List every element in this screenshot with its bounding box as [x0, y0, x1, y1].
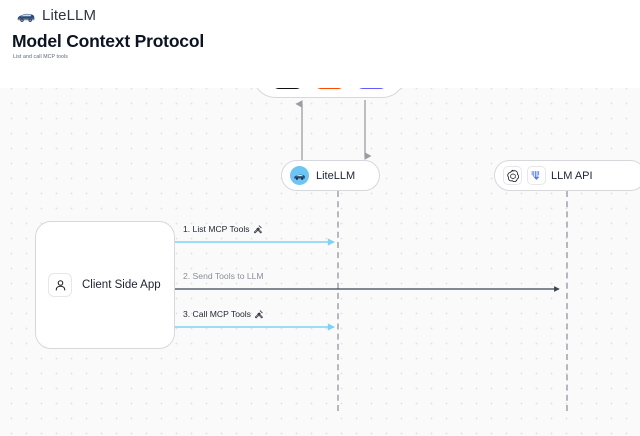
- message-3-text: 3. Call MCP Tools: [183, 309, 251, 319]
- node-llm-api-label: LLM API: [551, 169, 593, 182]
- user-icon: [55, 279, 65, 291]
- openai-icon-tile: [503, 166, 522, 185]
- brand[interactable]: LiteLLM: [16, 7, 96, 24]
- hammer-and-wrench-icon: [253, 224, 263, 234]
- node-litellm[interactable]: LiteLLM: [281, 160, 380, 191]
- node-litellm-label: LiteLLM: [316, 169, 356, 182]
- node-client-side-app[interactable]: Client Side App: [35, 221, 175, 349]
- mcp-to-litellm-response-arrow: [364, 100, 372, 160]
- message-2-arrow: [175, 286, 560, 292]
- node-llm-api[interactable]: LLM API: [494, 160, 640, 191]
- litellm-car-logo-icon: [17, 13, 35, 22]
- user-icon-tile: [48, 273, 72, 297]
- message-2-text: 2. Send Tools to LLM: [183, 271, 264, 281]
- anthropic-icon-tile: [527, 166, 546, 185]
- message-1-label: 1. List MCP Tools: [183, 224, 263, 234]
- lifeline-llm-api: [566, 191, 568, 411]
- message-1-arrow: [175, 238, 335, 246]
- page-subtitle: List and call MCP tools: [13, 54, 68, 60]
- message-3-label: 3. Call MCP Tools: [183, 309, 264, 319]
- node-client-side-app-label: Client Side App: [82, 279, 161, 291]
- message-1-text: 1. List MCP Tools: [183, 224, 250, 234]
- hammer-and-wrench-icon: [254, 309, 264, 319]
- page-title: Model Context Protocol: [12, 31, 204, 51]
- litellm-avatar-icon: [290, 166, 309, 185]
- app-header: LiteLLM Model Context Protocol List and …: [0, 0, 640, 88]
- lifeline-litellm: [337, 191, 339, 411]
- openai-icon: [506, 169, 519, 182]
- brand-name: LiteLLM: [42, 7, 97, 24]
- litellm-to-mcp-request-arrow: [295, 100, 303, 160]
- message-3-arrow: [175, 323, 335, 331]
- anthropic-icon: [531, 170, 540, 181]
- message-2-label: 2. Send Tools to LLM: [183, 271, 264, 281]
